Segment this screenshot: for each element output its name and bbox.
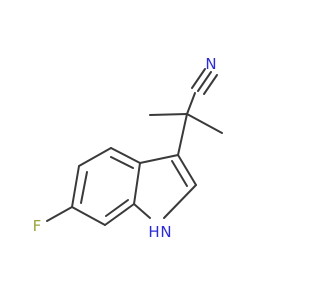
- fluorine-label: F: [33, 217, 42, 235]
- nitrile-nitrogen-label: N: [205, 55, 216, 73]
- indole-nitrogen-label: N: [160, 223, 171, 241]
- benzene-ring: [46, 147, 141, 226]
- pyrrole-ring: [133, 154, 197, 219]
- methyl-left-bond: [149, 113, 188, 116]
- nitrile-group: [186, 68, 218, 115]
- methyl-right-bond: [186, 113, 223, 134]
- bond-c7-c7a-double: [105, 199, 129, 217]
- bond-c3a-c4-double: [110, 156, 134, 169]
- bond-c3-c2-double: [171, 160, 188, 187]
- bond-c6-f: [46, 206, 73, 222]
- dimethyl-group: [149, 113, 223, 156]
- bond-quaternary-to-c3: [177, 113, 188, 156]
- nitrile-triple-bond-a: [197, 71, 212, 92]
- nitrile-triple-bond-c: [203, 74, 218, 95]
- bond-c3a-c7a: [133, 162, 141, 205]
- bond-c5-c6-double: [80, 171, 88, 204]
- bond-c3-c3a: [139, 154, 179, 164]
- indole-nh-label: H: [148, 223, 159, 241]
- nitrile-triple-bond-b: [191, 68, 206, 89]
- bond-c3a-c4: [110, 147, 141, 164]
- bond-c6-c7: [71, 206, 106, 226]
- bond-c2-n1: [163, 184, 197, 219]
- bond-c3-c2: [177, 154, 197, 186]
- bond-n1-c7a: [133, 203, 151, 219]
- bond-c5-c6: [71, 165, 80, 208]
- molecule-diagram: N F H N: [33, 55, 223, 241]
- bond-cn-to-quaternary: [186, 92, 196, 115]
- bond-c4-c5: [78, 147, 112, 167]
- bond-c7-c7a: [104, 203, 135, 226]
